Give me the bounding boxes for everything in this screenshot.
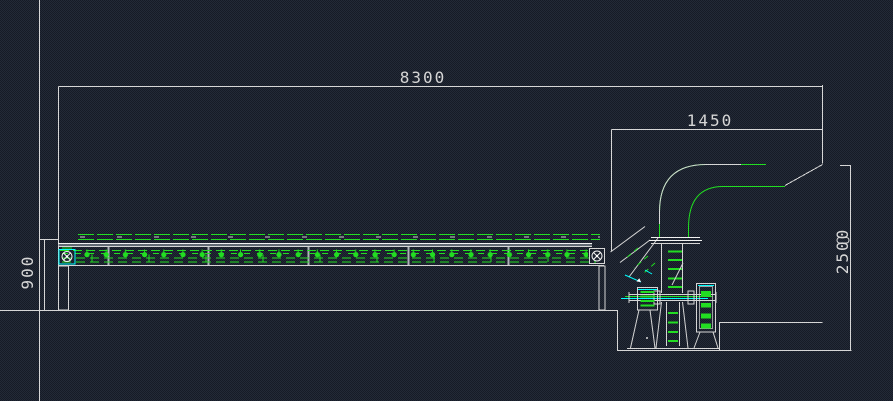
dimension-belt-height[interactable]: 900 (18, 239, 58, 311)
elevator-upper-casing (661, 243, 684, 293)
dim-text-overall-length[interactable]: 8300 (400, 68, 447, 87)
belt-top-band (78, 234, 600, 240)
bearing-block (637, 287, 658, 311)
dim-text-head-section[interactable]: 1450 (687, 111, 734, 130)
ground-profile[interactable] (0, 0, 852, 401)
wall-opening-slot (836, 237, 850, 244)
drive-unit (693, 283, 719, 349)
roof-slope-line (784, 164, 823, 186)
elevator-boot (627, 301, 720, 349)
dim-text-belt-height[interactable]: 900 (18, 255, 37, 290)
transfer-chute[interactable] (610, 226, 659, 283)
pipe-inner (688, 186, 785, 238)
belt-conveyor[interactable] (58, 234, 606, 311)
dimension-overall-length[interactable]: 8300 (58, 68, 823, 266)
pit-platform-line (719, 322, 823, 351)
dim-text-right-wall-height[interactable]: 2500 (833, 228, 852, 275)
bucket-elevator[interactable] (621, 243, 720, 349)
ground-and-pit-line (0, 310, 852, 351)
dimension-right-wall-height[interactable]: 2500 (833, 228, 852, 275)
tail-support-leg (58, 265, 69, 311)
pipe-flange (649, 237, 702, 244)
discharge-pipe[interactable] (649, 164, 785, 244)
chute-arrowhead (636, 278, 641, 282)
tail-pulley[interactable] (58, 247, 76, 265)
right-structure[interactable] (784, 85, 851, 351)
chute-material-flow-marks (625, 247, 656, 274)
head-support-leg (598, 265, 606, 311)
pipe-outer (659, 164, 766, 238)
pipe-outer-highlight (659, 164, 741, 224)
head-pulley[interactable] (589, 248, 605, 264)
dimension-head-section[interactable]: 1450 (611, 111, 823, 251)
belt-rollers (60, 249, 596, 263)
